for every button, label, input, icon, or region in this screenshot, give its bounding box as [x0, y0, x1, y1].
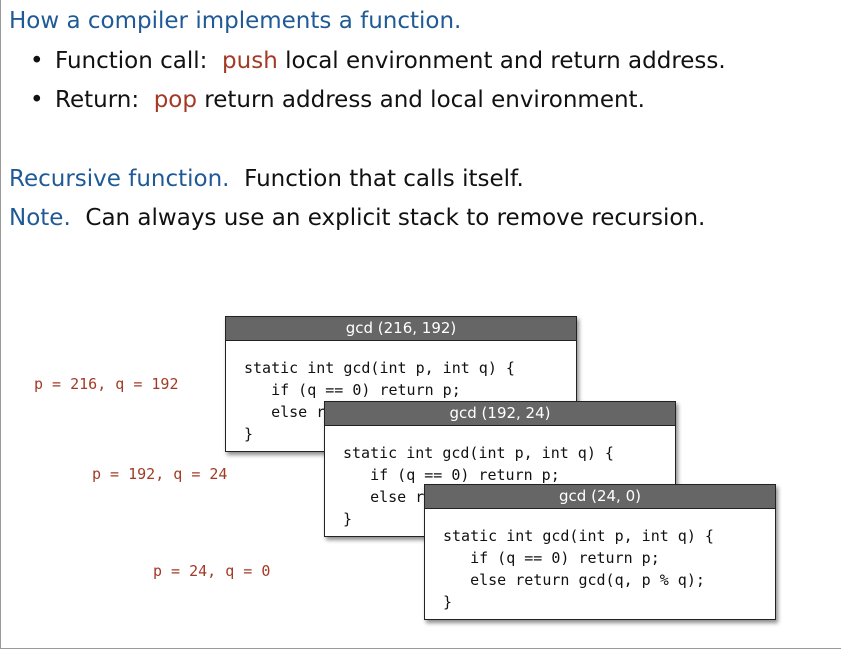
code-line: if (q == 0) return p;: [443, 549, 660, 567]
slide-heading: How a compiler implements a function.: [9, 8, 462, 34]
code-line: static int gcd(int p, int q) {: [244, 359, 515, 377]
code-line: }: [244, 425, 254, 443]
code-line: if (q == 0) return p;: [244, 381, 461, 399]
note-text: Can always use an explicit stack to remo…: [85, 205, 706, 231]
bullet-return: • Return: pop return address and local en…: [30, 87, 645, 113]
stack-frame-title: gcd (216, 192): [226, 317, 576, 341]
code-line: else return gcd(q, p % q);: [443, 571, 705, 589]
bullet-label: Return:: [55, 87, 140, 113]
call-args-1: p = 216, q = 192: [34, 375, 179, 393]
bullet-dot-icon: •: [30, 48, 44, 74]
code-block: static int gcd(int p, int q) { if (q == …: [226, 341, 576, 445]
stack-frame-title: gcd (192, 24): [325, 402, 675, 426]
recursive-text: Function that calls itself.: [244, 166, 524, 192]
note-line: Note. Can always use an explicit stack t…: [9, 205, 705, 231]
stack-frame-3: gcd (24, 0) static int gcd(int p, int q)…: [424, 484, 776, 620]
note-term: Note.: [9, 205, 71, 231]
code-line: }: [443, 593, 453, 611]
bullet-label: Function call:: [55, 48, 208, 74]
bullet-keyword: push: [222, 48, 278, 74]
code-line: }: [343, 510, 353, 528]
stack-frame-title: gcd (24, 0): [425, 485, 775, 509]
code-line: static int gcd(int p, int q) {: [343, 444, 614, 462]
call-args-2: p = 192, q = 24: [92, 465, 228, 483]
code-block: static int gcd(int p, int q) { if (q == …: [425, 509, 775, 613]
bullet-keyword: pop: [153, 87, 197, 113]
recursive-definition: Recursive function. Function that calls …: [9, 166, 524, 192]
bullet-function-call: • Function call: push local environment a…: [30, 48, 726, 74]
recursive-term: Recursive function.: [9, 166, 230, 192]
bullet-text: local environment and return address.: [285, 48, 726, 74]
call-args-3: p = 24, q = 0: [153, 562, 271, 580]
code-line: static int gcd(int p, int q) {: [443, 527, 714, 545]
bullet-text: return address and local environment.: [204, 87, 645, 113]
code-line: if (q == 0) return p;: [343, 466, 560, 484]
bullet-dot-icon: •: [30, 87, 44, 113]
